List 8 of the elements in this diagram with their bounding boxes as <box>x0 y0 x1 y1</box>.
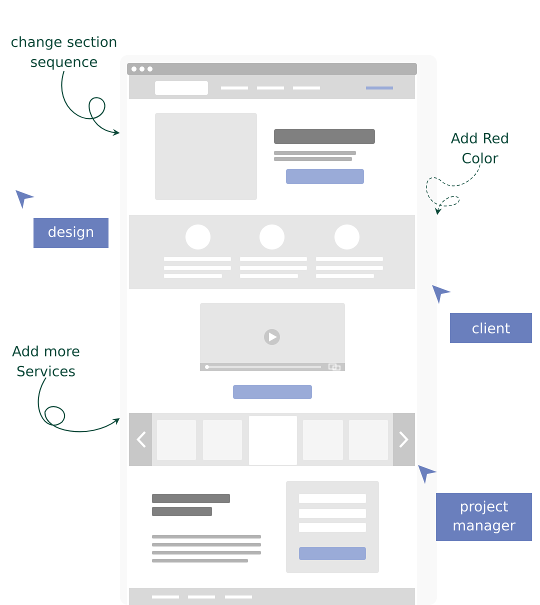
curly-arrow <box>426 164 480 215</box>
handwritten-note: change section sequence <box>11 36 116 70</box>
role-tag: project manager <box>436 493 532 541</box>
handwritten-note: Add more Services <box>12 346 80 376</box>
handwritten-note: Add Red Color <box>450 132 508 164</box>
role-tag: client <box>450 313 532 343</box>
wireframe-drawing <box>120 55 437 605</box>
role-tag: design <box>34 218 108 248</box>
